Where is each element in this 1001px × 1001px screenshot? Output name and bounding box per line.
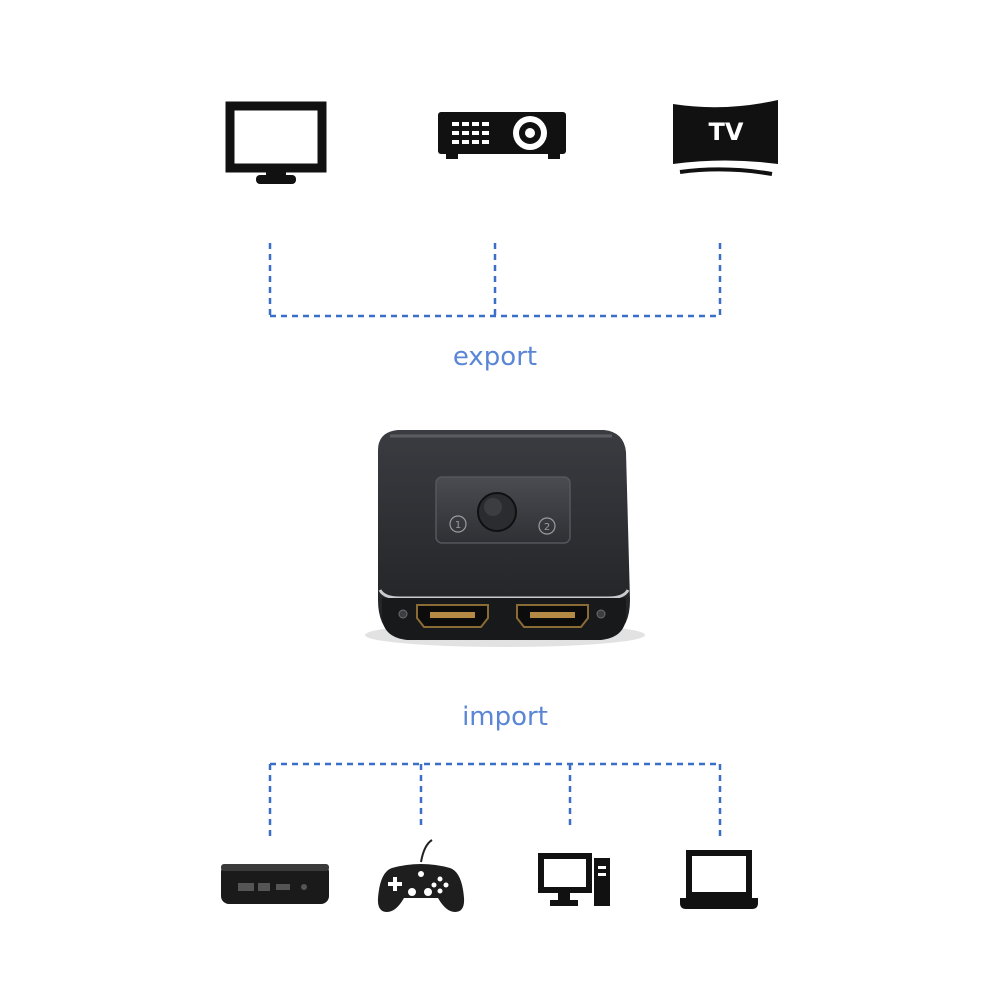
switch-position-2-indicator: 2 (538, 517, 556, 535)
curved-tv-icon (673, 100, 778, 176)
import-label: import (462, 702, 548, 732)
switch-button[interactable] (477, 492, 517, 532)
tv-box-icon (221, 864, 329, 904)
export-connector-lines (268, 243, 722, 318)
hdmi-switch-device (365, 430, 645, 647)
laptop-icon (680, 850, 758, 909)
monitor-icon (225, 101, 327, 184)
export-label: export (452, 342, 538, 372)
tv-screen-text: TV (708, 118, 744, 146)
switch-position-1-indicator: 1 (449, 515, 467, 533)
desktop-computer-icon (538, 853, 610, 906)
hdmi-port-1 (416, 604, 489, 628)
switch-position-1-label: 1 (455, 520, 461, 531)
import-connector-lines (268, 762, 722, 836)
projector-icon (438, 112, 566, 159)
switch-position-2-label: 2 (544, 522, 550, 533)
hdmi-port-2 (516, 604, 589, 628)
game-controller-icon (377, 839, 465, 912)
